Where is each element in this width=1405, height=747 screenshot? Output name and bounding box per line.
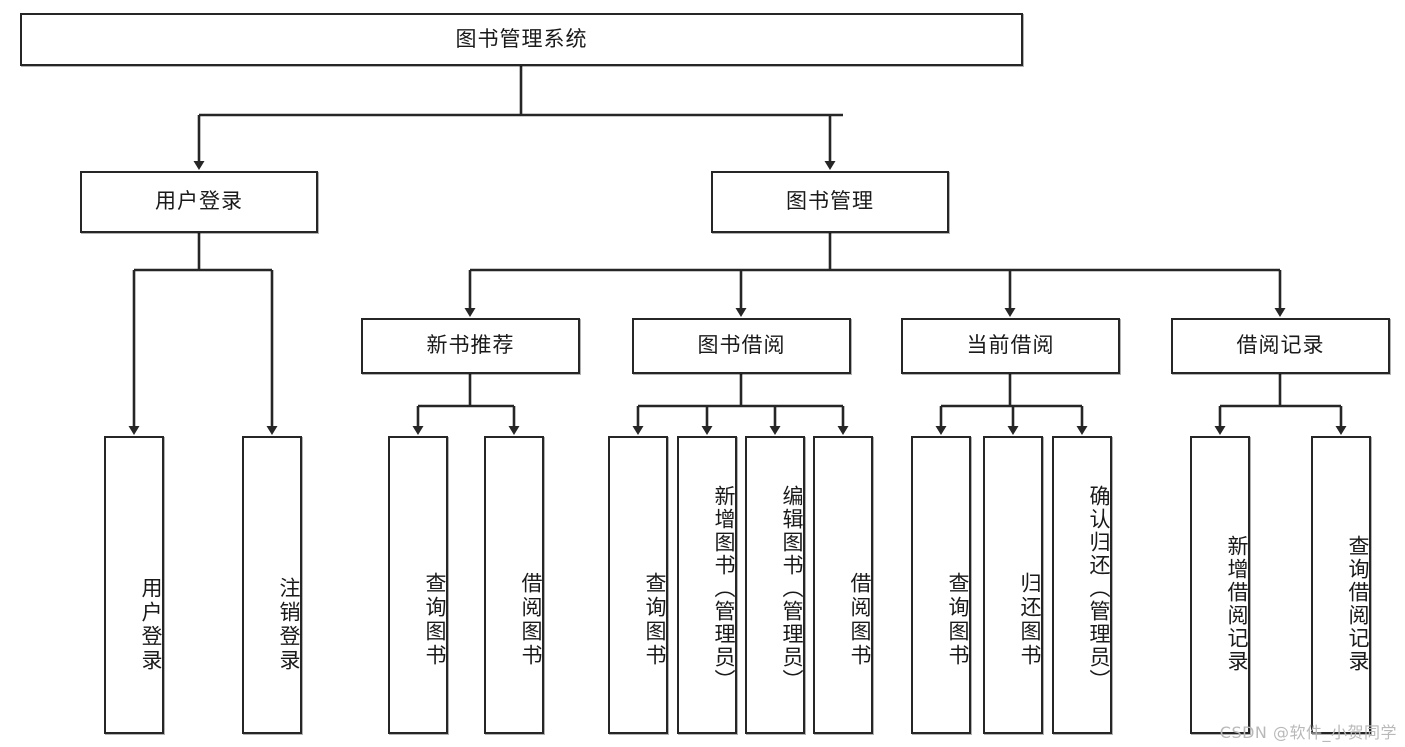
node-leaf-user-login[interactable]: 用户登录 (104, 436, 164, 734)
node-leaf-return-book-label: 归还图书 (1018, 572, 1042, 668)
node-leaf-edit-book-admin[interactable]: 编辑图书（管理员） (745, 436, 805, 734)
node-current-borrow-label: 当前借阅 (966, 333, 1055, 358)
node-borrow-record[interactable]: 借阅记录 (1171, 318, 1390, 374)
node-book-manage-label: 图书管理 (786, 189, 874, 214)
node-new-book-recommend[interactable]: 新书推荐 (361, 318, 580, 374)
node-leaf-add-book-admin-label: 新增图书（管理员） (712, 484, 736, 692)
node-leaf-add-borrow-record-label: 新增借阅记录 (1225, 535, 1249, 673)
node-leaf-borrow-book-label: 借阅图书 (848, 572, 872, 668)
node-leaf-return-book[interactable]: 归还图书 (983, 436, 1043, 734)
node-leaf-query-book-current-label: 查询图书 (946, 572, 970, 668)
node-leaf-query-book-borrow[interactable]: 查询图书 (608, 436, 668, 734)
node-leaf-borrow-book-rec-label: 借阅图书 (519, 572, 543, 668)
node-leaf-user-login-label: 用户登录 (139, 577, 163, 673)
node-leaf-confirm-return-admin[interactable]: 确认归还（管理员） (1052, 436, 1112, 734)
node-new-book-recommend-label: 新书推荐 (426, 333, 515, 358)
node-root[interactable]: 图书管理系统 (20, 13, 1023, 66)
node-user-login-label: 用户登录 (155, 189, 243, 214)
node-leaf-add-borrow-record[interactable]: 新增借阅记录 (1190, 436, 1250, 734)
node-current-borrow[interactable]: 当前借阅 (901, 318, 1120, 374)
node-leaf-borrow-book[interactable]: 借阅图书 (813, 436, 873, 734)
node-leaf-query-book-current[interactable]: 查询图书 (911, 436, 971, 734)
csdn-watermark: CSDN @软件_小贺同学 (1219, 723, 1397, 742)
node-leaf-logout-login-label: 注销登录 (277, 577, 301, 673)
node-user-login[interactable]: 用户登录 (80, 171, 318, 233)
node-book-borrow[interactable]: 图书借阅 (632, 318, 851, 374)
node-borrow-record-label: 借阅记录 (1236, 333, 1325, 358)
node-book-borrow-label: 图书借阅 (697, 333, 786, 358)
node-leaf-logout-login[interactable]: 注销登录 (242, 436, 302, 734)
node-leaf-edit-book-admin-label: 编辑图书（管理员） (780, 484, 804, 692)
node-leaf-query-borrow-record-label: 查询借阅记录 (1346, 535, 1370, 673)
node-leaf-confirm-return-admin-label: 确认归还（管理员） (1087, 484, 1111, 692)
node-leaf-borrow-book-rec[interactable]: 借阅图书 (484, 436, 544, 734)
node-leaf-query-borrow-record[interactable]: 查询借阅记录 (1311, 436, 1371, 734)
node-book-manage[interactable]: 图书管理 (711, 171, 949, 233)
node-root-label: 图书管理系统 (455, 26, 588, 51)
node-leaf-query-book-rec[interactable]: 查询图书 (388, 436, 448, 734)
node-leaf-query-book-borrow-label: 查询图书 (643, 572, 667, 668)
node-leaf-query-book-rec-label: 查询图书 (423, 572, 447, 668)
node-leaf-add-book-admin[interactable]: 新增图书（管理员） (677, 436, 737, 734)
